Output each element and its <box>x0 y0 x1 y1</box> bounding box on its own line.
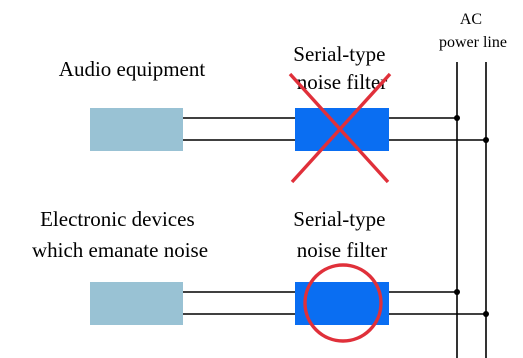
top-row: Audio equipment Serial-type noise filter <box>59 42 489 184</box>
top-filter-label-line-2: noise filter <box>297 70 387 94</box>
bottom-junction-lower <box>483 311 489 317</box>
bottom-filter-label: Serial-type noise filter <box>293 207 390 262</box>
top-junction-lower <box>483 137 489 143</box>
top-junction-upper <box>454 115 460 121</box>
power-line-label-line-1: AC <box>460 11 482 28</box>
power-line-label: AC power line <box>439 11 507 51</box>
ac-power-line <box>456 62 487 358</box>
power-line-label-line-2: power line <box>439 34 507 51</box>
noisy-device-label: Electronic devices which emanate noise <box>32 207 208 262</box>
bottom-noise-filter-box <box>295 282 389 325</box>
audio-equipment-label-line-1: Audio equipment <box>59 57 206 81</box>
bottom-junction-upper <box>454 289 460 295</box>
top-filter-label: Serial-type noise filter <box>293 42 390 94</box>
noisy-device-label-line-2: which emanate noise <box>32 238 208 262</box>
noisy-device-label-line-1: Electronic devices <box>40 207 195 231</box>
bottom-filter-label-line-1: Serial-type <box>293 207 385 231</box>
bottom-row: Electronic devices which emanate noise S… <box>32 207 489 343</box>
audio-equipment-label: Audio equipment <box>59 57 206 81</box>
bottom-filter-label-line-2: noise filter <box>297 238 387 262</box>
noisy-device-box <box>90 282 183 325</box>
top-filter-label-line-1: Serial-type <box>293 42 385 66</box>
cross-mark <box>288 72 392 184</box>
circle-mark <box>303 263 383 343</box>
audio-equipment-box <box>90 108 183 151</box>
